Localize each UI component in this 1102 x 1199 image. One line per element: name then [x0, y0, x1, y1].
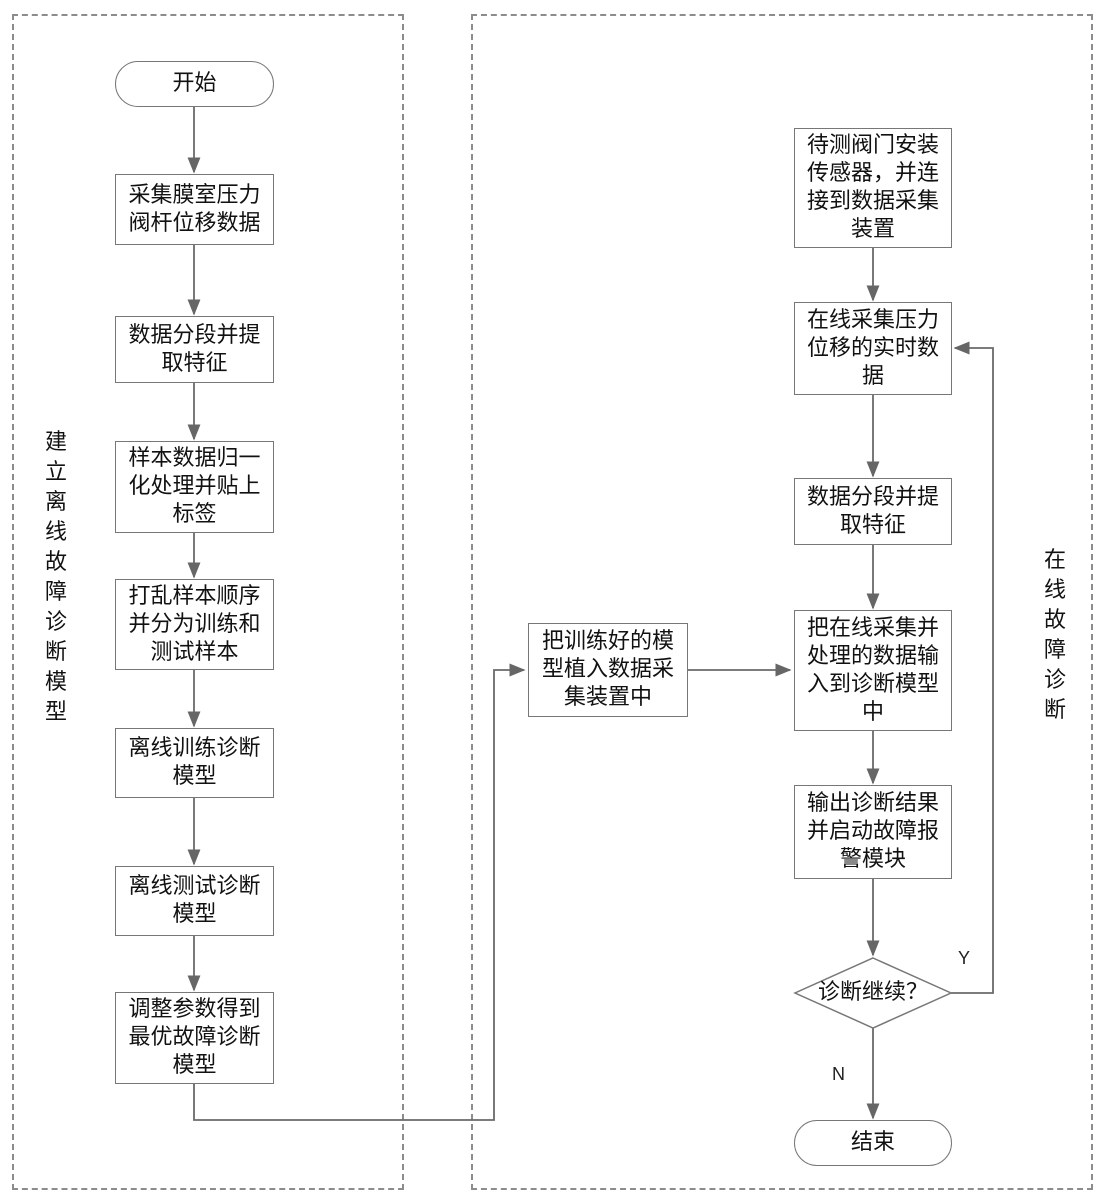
- embed-model-label: 把训练好的模型植入数据采集装置中: [539, 628, 677, 712]
- start-label: 开始: [172, 70, 216, 98]
- tune-params-step: 调整参数得到最优故障诊断模型: [115, 992, 274, 1084]
- online-segment-label: 数据分段并提取特征: [805, 484, 941, 540]
- end-node: 结束: [794, 1120, 952, 1166]
- collect-data-label: 采集膜室压力阀杆位移数据: [126, 182, 263, 238]
- segment-extract-label: 数据分段并提取特征: [126, 322, 263, 378]
- online-segment-step: 数据分段并提取特征: [794, 478, 952, 545]
- arrow-decision-yes-loop: [951, 348, 993, 993]
- output-alarm-step: 输出诊断结果并启动故障报警模块: [794, 785, 952, 879]
- online-collect-step: 在线采集压力位移的实时数据: [794, 302, 952, 395]
- online-collect-label: 在线采集压力位移的实时数据: [805, 307, 941, 391]
- collect-data-step: 采集膜室压力阀杆位移数据: [115, 174, 274, 245]
- normalize-label-label: 样本数据归一化处理并贴上标签: [126, 445, 263, 529]
- start-node: 开始: [115, 61, 274, 107]
- output-alarm-label: 输出诊断结果并启动故障报警模块: [805, 790, 941, 874]
- input-model-step: 把在线采集并处理的数据输入到诊断模型中: [794, 610, 952, 731]
- no-label: N: [832, 1064, 845, 1085]
- tune-params-label: 调整参数得到最优故障诊断模型: [126, 996, 263, 1080]
- decision-label: 诊断继续？: [795, 979, 951, 1007]
- yes-label: Y: [958, 948, 970, 969]
- offline-test-label: 离线测试诊断模型: [126, 873, 263, 929]
- install-sensor-label: 待测阀门安装传感器，并连接到数据采集装置: [805, 132, 941, 244]
- segment-extract-step: 数据分段并提取特征: [115, 316, 274, 383]
- offline-train-step: 离线训练诊断模型: [115, 728, 274, 798]
- shuffle-split-label: 打乱样本顺序并分为训练和测试样本: [126, 583, 263, 667]
- input-model-label: 把在线采集并处理的数据输入到诊断模型中: [805, 615, 941, 727]
- install-sensor-step: 待测阀门安装传感器，并连接到数据采集装置: [794, 128, 952, 248]
- offline-region-label: 建立离线故障诊断模型: [44, 428, 68, 728]
- end-label: 结束: [851, 1129, 895, 1157]
- offline-test-step: 离线测试诊断模型: [115, 866, 274, 936]
- normalize-label-step: 样本数据归一化处理并贴上标签: [115, 441, 274, 533]
- offline-train-label: 离线训练诊断模型: [126, 735, 263, 791]
- online-region-label: 在线故障诊断: [1043, 546, 1067, 726]
- shuffle-split-step: 打乱样本顺序并分为训练和测试样本: [115, 579, 274, 670]
- embed-model-step: 把训练好的模型植入数据采集装置中: [528, 623, 688, 717]
